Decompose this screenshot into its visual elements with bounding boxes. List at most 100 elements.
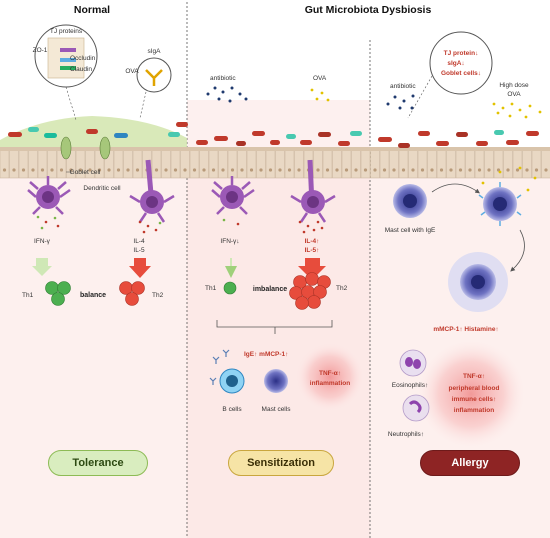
epithelial-cell xyxy=(398,149,409,179)
bacterium xyxy=(168,132,180,137)
bacterium xyxy=(378,137,392,142)
epithelial-nucleus xyxy=(192,168,197,172)
epithelium xyxy=(0,122,550,179)
epithelial-cell xyxy=(180,149,190,179)
epithelial-nucleus xyxy=(202,168,206,172)
sensitization-pill: Sensitization xyxy=(228,450,334,476)
epithelial-nucleus xyxy=(439,168,444,172)
epithelial-cell xyxy=(265,149,276,179)
epithelial-cell xyxy=(360,149,371,179)
ova-label-normal: OVA xyxy=(125,68,139,75)
epithelial-cell xyxy=(28,149,38,179)
epithelial-nucleus xyxy=(287,168,292,172)
epithelial-nucleus xyxy=(230,168,235,172)
epithelial-nucleus xyxy=(382,168,387,172)
epithelial-cell xyxy=(389,149,399,179)
epithelial-nucleus xyxy=(211,168,216,172)
tnf-label-sens: TNF-α↑ xyxy=(319,370,341,377)
arrow-degranulation xyxy=(510,229,525,272)
claudin-protein xyxy=(60,66,76,70)
inflammation-label-allergy: inflammation xyxy=(454,407,494,414)
tolerance-pill: Tolerance xyxy=(48,450,148,476)
dendritic-cell-left xyxy=(27,176,71,215)
siga-label: sIgA xyxy=(147,48,161,55)
goblet-cell-label: Goblet cell xyxy=(70,169,101,176)
epithelial-cell xyxy=(256,149,266,179)
antibiotic-label-sens: antibiotic xyxy=(210,75,236,82)
epithelial-nucleus xyxy=(278,168,282,172)
occludin-protein xyxy=(60,58,76,62)
epithelial-cell xyxy=(322,149,333,179)
mast-cell-sens xyxy=(264,369,288,393)
degranulating-mast-cell xyxy=(448,252,508,312)
bacterium xyxy=(300,140,312,145)
balance-label: balance xyxy=(80,292,106,299)
bacterium xyxy=(196,140,208,145)
epithelial-nucleus xyxy=(240,168,244,172)
eosinophils-label: Eosinophils↑ xyxy=(392,382,429,389)
allergy-zoom-line xyxy=(407,75,433,119)
epithelial-cell xyxy=(446,149,456,179)
th2-label-normal: Th2 xyxy=(152,292,164,299)
inflammation-label-sens: inflammation xyxy=(310,380,350,387)
epithelial-nucleus xyxy=(316,168,320,172)
epithelial-nucleus xyxy=(135,168,140,172)
dendritic-cell-sens-left xyxy=(211,176,255,215)
bacterium xyxy=(526,131,539,136)
siga-down-label: sIgA↓ xyxy=(447,60,464,67)
epithelial-nucleus xyxy=(173,168,178,172)
header-normal: Normal xyxy=(74,4,110,16)
b-cells-label: B cells xyxy=(222,406,242,413)
epithelial-nucleus xyxy=(544,168,548,172)
epithelial-nucleus xyxy=(259,168,263,172)
epithelial-nucleus xyxy=(363,168,368,172)
epithelial-cell xyxy=(132,149,143,179)
bacterium xyxy=(176,122,188,127)
epithelial-nucleus xyxy=(325,168,330,172)
arrow-th2-sens xyxy=(298,258,326,280)
antibody-icons-sens xyxy=(209,349,230,385)
epithelial-cell xyxy=(218,149,228,179)
epithelial-nucleus xyxy=(297,168,301,172)
epithelial-nucleus xyxy=(506,168,510,172)
siga-antibody-icon xyxy=(145,69,163,86)
cytokine-dots-sens xyxy=(222,218,324,234)
epithelial-nucleus xyxy=(164,168,168,172)
bacterium xyxy=(418,131,430,136)
arrow-th2-normal xyxy=(129,258,151,278)
epithelial-nucleus xyxy=(449,168,453,172)
mast-cell-with-ige xyxy=(393,184,427,218)
epithelial-cell xyxy=(199,149,209,179)
il5-label-normal: IL-5 xyxy=(133,247,145,254)
bacterium xyxy=(270,140,280,145)
zo1-label: ZO-1 xyxy=(33,47,48,54)
il4-label-normal: IL-4 xyxy=(133,238,145,245)
mast-cells-label: Mast cells xyxy=(262,406,292,413)
epithelial-nucleus xyxy=(107,168,111,172)
tnf-label-allergy: TNF-α↑ xyxy=(463,373,485,380)
epithelial-cell xyxy=(294,149,304,179)
bacterium xyxy=(350,131,362,136)
epithelial-nucleus xyxy=(88,168,92,172)
eosinophil xyxy=(399,349,427,377)
th1-label-sens: Th1 xyxy=(205,285,217,292)
epithelial-nucleus xyxy=(335,168,339,172)
epithelial-nucleus xyxy=(268,168,273,172)
ige-mmcp-label: IgE↑ mMCP-1↑ xyxy=(244,351,288,358)
bacterium xyxy=(252,131,265,136)
epithelial-cell xyxy=(341,149,352,179)
b-cell xyxy=(219,368,245,394)
epithelial-nucleus xyxy=(525,168,529,172)
tj-protein-down-label: TJ protein↓ xyxy=(444,50,479,57)
inflammation-glow-allergy xyxy=(417,340,525,448)
epithelial-nucleus xyxy=(477,168,482,172)
epithelial-nucleus xyxy=(69,168,73,172)
claudin-label: Claudin xyxy=(70,66,92,73)
epithelial-cell xyxy=(18,149,29,179)
il5-label-sens: IL-5↑ xyxy=(305,247,320,254)
mast-cell-ige-label: Mast cell with IgE xyxy=(385,227,436,234)
epithelial-cell xyxy=(379,149,390,179)
epithelial-cell xyxy=(541,149,550,179)
bacterium xyxy=(436,141,449,146)
